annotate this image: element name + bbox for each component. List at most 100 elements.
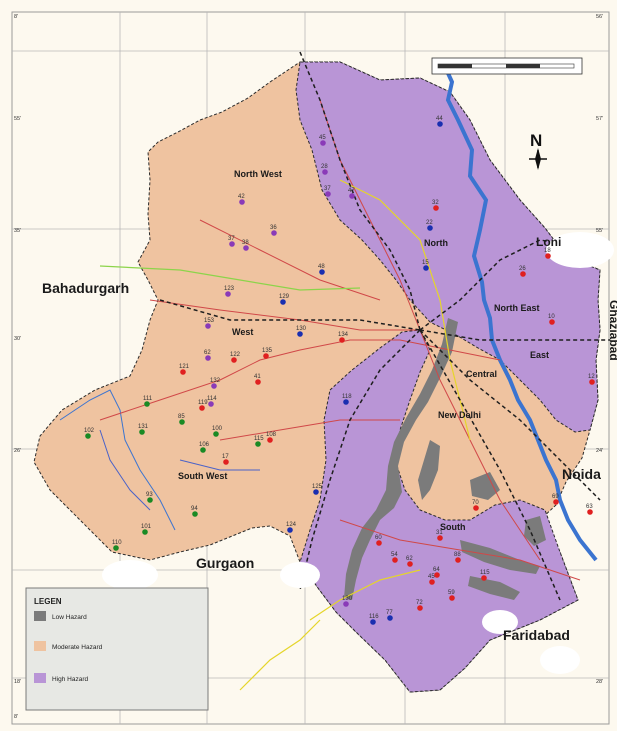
sample-point-label: 17	[222, 454, 229, 460]
sample-point-37	[325, 191, 331, 197]
sample-point-label: 102	[84, 428, 95, 434]
sample-point-label: 122	[230, 352, 241, 358]
sample-point-label: 121	[179, 364, 190, 370]
sample-point-label: 36	[270, 225, 277, 231]
sample-point-label: 26	[519, 266, 526, 272]
sample-point-label: 111	[143, 396, 153, 402]
sample-point-label: 31	[436, 530, 443, 536]
sample-point-32	[433, 205, 439, 211]
svg-text:55': 55'	[596, 228, 603, 234]
sample-point-115	[481, 575, 487, 581]
svg-text:26': 26'	[14, 448, 21, 454]
high-hazard-region-north	[295, 61, 601, 433]
sample-point-label: 77	[386, 610, 393, 616]
label-bahadurgarh: Bahadurgarh	[42, 280, 129, 296]
sample-point-label: 131	[138, 424, 149, 430]
label-north: North	[424, 238, 448, 248]
legend-swatch-low	[34, 611, 46, 621]
sample-point-93	[147, 497, 153, 503]
compass-north-label: N	[530, 131, 542, 150]
place-labels: North West North Loni Bahadurgarh North …	[42, 169, 617, 643]
sample-point-125	[313, 489, 319, 495]
sample-point-129	[280, 299, 286, 305]
sample-point-131	[139, 429, 145, 435]
sample-point-47	[349, 193, 355, 199]
sample-point-38	[243, 245, 249, 251]
sample-point-label: 108	[266, 432, 277, 438]
sample-point-118	[343, 399, 349, 405]
sample-point-85	[179, 419, 185, 425]
legend-swatch-high	[34, 673, 46, 683]
sample-point-17	[223, 459, 229, 465]
svg-text:8': 8'	[14, 714, 18, 720]
svg-text:8': 8'	[14, 14, 18, 20]
sample-point-122	[231, 357, 237, 363]
sample-point-label: 38	[242, 240, 249, 246]
sample-point-130	[297, 331, 303, 337]
sample-point-label: 28	[321, 164, 328, 170]
sample-point-label: 54	[391, 552, 398, 558]
svg-text:24': 24'	[596, 448, 603, 454]
sample-point-label: 118	[342, 394, 352, 400]
sample-point-label: 60	[375, 535, 382, 541]
sample-point-label: 132	[210, 378, 221, 384]
sample-point-label: 116	[369, 614, 379, 620]
sample-point-label: 85	[178, 414, 185, 420]
sample-point-label: 153	[204, 318, 215, 324]
sample-point-label: 94	[191, 506, 198, 512]
label-east: East	[530, 350, 549, 360]
sample-point-12	[589, 379, 595, 385]
legend: LEGEN Low Hazard Moderate Hazard High Ha…	[25, 587, 209, 711]
scale-bar	[431, 57, 583, 75]
sample-point-label: 115	[254, 436, 264, 442]
sample-point-10	[549, 319, 555, 325]
sample-point-label: 41	[254, 374, 261, 380]
sample-point-label: 45	[428, 574, 435, 580]
sample-point-123	[225, 291, 231, 297]
label-north-west: North West	[234, 169, 282, 179]
sample-point-119	[199, 405, 205, 411]
sample-point-48	[319, 269, 325, 275]
sample-point-70	[473, 505, 479, 511]
sample-point-label: 22	[426, 220, 433, 226]
sample-point-label: 119	[198, 400, 208, 406]
sample-point-label: 69	[552, 494, 559, 500]
sample-point-label: 32	[432, 200, 439, 206]
svg-text:56': 56'	[596, 14, 603, 20]
sample-point-label: 42	[238, 194, 245, 200]
label-new-delhi: New Delhi	[438, 410, 481, 420]
sample-point-135	[263, 353, 269, 359]
svg-text:30': 30'	[14, 336, 21, 342]
sample-point-label: 114	[207, 396, 217, 402]
label-faridabad: Faridabad	[503, 627, 570, 643]
sample-point-88	[455, 557, 461, 563]
sample-point-label: 88	[454, 552, 461, 558]
sample-point-130	[343, 601, 349, 607]
sample-point-63	[587, 509, 593, 515]
sample-point-18	[545, 253, 551, 259]
sample-point-label: 115	[480, 570, 490, 576]
sample-point-102	[85, 433, 91, 439]
sample-point-label: 45	[319, 135, 326, 141]
sample-point-label: 62	[406, 556, 413, 562]
sample-point-label: 15	[422, 260, 429, 266]
canal	[59, 389, 176, 531]
yamuna-river	[440, 59, 598, 562]
sample-point-101	[142, 529, 148, 535]
sample-point-label: 10	[548, 314, 555, 320]
sample-point-124	[287, 527, 293, 533]
coordinate-labels: 8' 55' 30' 35' 26' 18' 8' 56' 57' 55' 24…	[14, 14, 603, 720]
sample-point-label: 101	[141, 524, 152, 530]
sample-point-121	[180, 369, 186, 375]
sample-point-label: 125	[312, 484, 323, 490]
sample-point-115	[255, 441, 261, 447]
sample-point-label: 64	[433, 567, 440, 573]
label-south: South	[440, 522, 466, 532]
sample-point-42	[239, 199, 245, 205]
map-frame	[11, 11, 610, 725]
sample-point-15	[423, 265, 429, 271]
sample-point-22	[427, 225, 433, 231]
sample-point-153	[205, 323, 211, 329]
